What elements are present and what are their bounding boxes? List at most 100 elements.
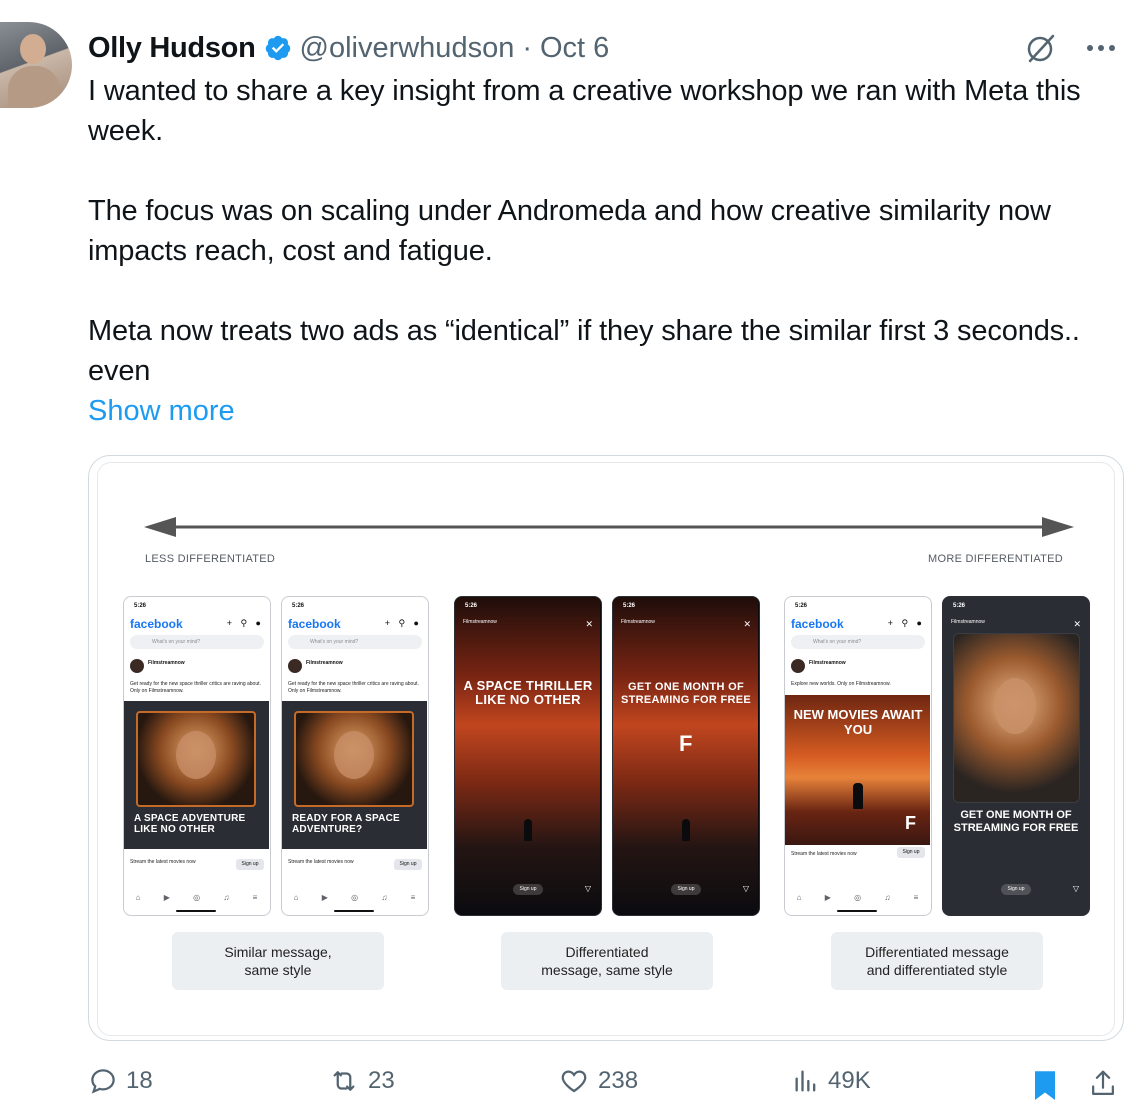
tweet-date[interactable]: Oct 6 [540,31,610,64]
ad-caption: Get ready for the new space thriller cri… [288,681,419,694]
brand-logo-icon [130,659,144,673]
story-brand: Filmstreamnow [951,619,985,625]
reply-icon [91,1069,115,1094]
astronaut-image [136,711,256,807]
cta-line: Stream the latest movies now [288,859,354,865]
status-time: 5:26 [953,603,966,609]
ad-creative: A SPACE ADVENTURE LIKE NO OTHER [124,701,269,849]
author-name[interactable]: Olly Hudson [88,31,256,64]
author-handle[interactable]: @oliverwhudson [299,31,515,64]
astronaut-portrait [953,633,1080,803]
tweet-paragraph: I wanted to share a key insight from a c… [88,75,1081,147]
ad-brand-row: Filmstreamnow [288,659,424,679]
ad-caption: Explore new worlds. Only on Filmstreamno… [791,681,891,687]
story-headline: GET ONE MONTH OF STREAMING FOR FREE [620,681,752,706]
less-differentiated-label: LESS DIFFERENTIATED [145,553,276,565]
ad-headline: NEW MOVIES AWAIT YOU [793,707,923,737]
fb-header-icons: + ⚲ ● [226,618,264,628]
grok-icon[interactable] [1024,31,1058,65]
ad-caption: Get ready for the new space thriller cri… [130,681,261,694]
ad-headline: A SPACE ADVENTURE LIKE NO OTHER [134,813,246,835]
tweet-paragraph: Meta now treats two ads as “identical” i… [88,315,1080,387]
cta-button: Sign up [394,859,422,870]
story-background [613,597,758,915]
brand-name: Filmstreamnow [148,660,185,666]
status-time: 5:26 [465,603,478,609]
story-signup-button: Sign up [513,884,543,895]
tweet-paragraph: The focus was on scaling under Andromeda… [88,195,1051,267]
send-icon: ▽ [1072,884,1079,893]
story-signup-button: Sign up [1001,884,1031,895]
share-icon[interactable] [1088,1068,1118,1100]
story-headline: A SPACE THRILLER LIKE NO OTHER [463,678,593,707]
bookmark-icon[interactable] [1030,1068,1060,1102]
compose-box: What's on your mind? [130,635,264,649]
close-icon: ✕ [585,619,593,629]
status-time: 5:26 [795,603,808,609]
facebook-logo: facebook [288,617,341,631]
avatar-body [8,66,60,108]
cta-button: Sign up [897,847,925,858]
brand-name: Filmstreamnow [809,660,846,666]
phone-mockup-feed-2: 5:26 facebook + ⚲ ● What's on your mind?… [281,596,429,916]
status-time: 5:26 [292,603,305,609]
phone-mockup-story-3: 5:26 Filmstreamnow ✕ GET ONE MONTH OF ST… [942,596,1090,916]
like-count: 238 [598,1067,639,1094]
close-icon: ✕ [743,619,751,629]
repost-button[interactable]: 23 [328,1066,395,1096]
silhouette-figure [524,819,532,841]
header-actions [1024,28,1116,68]
cta-button: Sign up [236,859,264,870]
status-time: 5:26 [623,603,636,609]
story-brand: Filmstreamnow [463,619,497,625]
fb-header-icons: + ⚲ ● [887,618,925,628]
brand-logo-icon [791,659,805,673]
heart-icon [561,1070,587,1093]
compose-box: What's on your mind? [288,635,422,649]
ad-creative: NEW MOVIES AWAIT YOU F [785,695,930,845]
fb-bottom-nav: ⌂▶◎♫≡ [796,893,919,902]
reply-count: 18 [126,1067,153,1094]
ad-headline: READY FOR A SPACE ADVENTURE? [292,813,400,835]
close-icon: ✕ [1073,619,1081,629]
header-separator: · [522,31,532,64]
cta-line: Stream the latest movies now [791,851,857,857]
story-headline: GET ONE MONTH OF STREAMING FOR FREE [953,809,1079,834]
story-background [455,597,600,915]
send-icon: ▽ [742,884,749,893]
caption-differentiated-message: Differentiated message, same style [501,932,713,990]
status-time: 5:26 [134,603,147,609]
avatar-head [20,34,46,64]
compose-box: What's on your mind? [791,635,925,649]
ad-brand-row: Filmstreamnow [791,659,927,679]
differentiation-arrow [144,517,1074,537]
views-count: 49K [828,1067,871,1094]
tweet-header: Olly Hudson @oliverwhudson · Oct 6 [88,28,609,68]
views-button[interactable]: 49K [792,1066,871,1096]
story-brand: Filmstreamnow [621,619,655,625]
infographic: LESS DIFFERENTIATED MORE DIFFERENTIATED … [97,462,1115,1036]
cta-line: Stream the latest movies now [130,859,196,865]
more-options-icon[interactable] [1086,44,1116,52]
show-more-link[interactable]: Show more [88,395,235,427]
fb-header-icons: + ⚲ ● [384,618,422,628]
author-avatar[interactable] [0,22,72,108]
brand-f-logo-icon: F [679,731,693,756]
phone-mockup-feed-1: 5:26 facebook + ⚲ ● What's on your mind?… [123,596,271,916]
tweet-media-image[interactable]: LESS DIFFERENTIATED MORE DIFFERENTIATED … [88,455,1124,1041]
caption-differentiated-style: Differentiated message and differentiate… [831,932,1043,990]
brand-logo-icon [288,659,302,673]
like-button[interactable]: 238 [558,1066,638,1096]
views-chart-icon [795,1070,816,1092]
fb-bottom-nav: ⌂▶◎♫≡ [293,893,416,902]
reply-button[interactable]: 18 [88,1066,153,1096]
more-differentiated-label: MORE DIFFERENTIATED [928,553,1064,565]
brand-name: Filmstreamnow [306,660,343,666]
tweet-body: I wanted to share a key insight from a c… [88,71,1118,391]
tweet-actions: 18 23 238 49K [88,1066,1124,1106]
astronaut-silhouette [853,783,863,809]
ad-brand-row: Filmstreamnow [130,659,266,679]
home-indicator [334,910,374,912]
ad-creative: READY FOR A SPACE ADVENTURE? [282,701,427,849]
brand-f-logo-icon: F [905,813,916,833]
